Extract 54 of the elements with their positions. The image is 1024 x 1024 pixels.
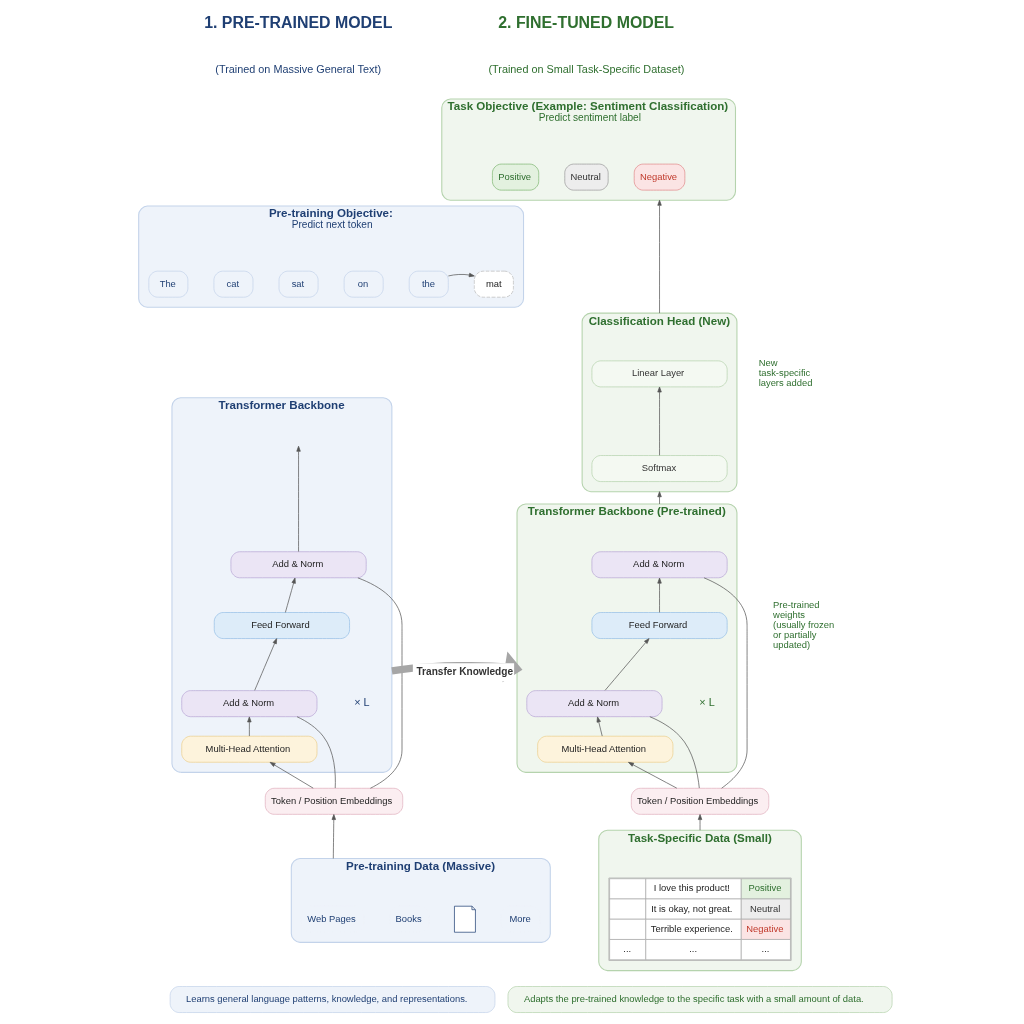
arrow <box>246 716 251 737</box>
node-box: Feed Forward <box>213 612 350 639</box>
arrow <box>284 577 296 613</box>
node-box: Linear Layer <box>591 360 728 388</box>
arrow <box>253 638 277 691</box>
node-box: The <box>147 270 188 298</box>
node-box: Add & Norm <box>230 551 367 579</box>
connector <box>703 577 747 789</box>
arrow <box>697 814 702 831</box>
node-box: Learns general language patterns, knowledge, and representations. <box>169 986 495 1013</box>
node-box: Add & Norm <box>591 551 728 579</box>
arrow <box>627 761 677 789</box>
connector <box>649 716 700 789</box>
arrow <box>295 445 301 552</box>
arrow <box>604 638 649 691</box>
node-box: Negative <box>633 163 685 191</box>
connector <box>356 577 402 789</box>
arrow <box>269 761 314 789</box>
node-box: Multi-Head Attention <box>536 735 673 763</box>
node-box: Softmax <box>591 455 728 482</box>
node-box: mat <box>473 270 514 298</box>
label: 1. PRE-TRAINED MODEL <box>203 13 392 31</box>
node-box: Positive <box>491 163 539 191</box>
node-box: Add & Norm <box>180 690 317 718</box>
arrow <box>447 272 475 278</box>
node-text: Books <box>394 912 422 924</box>
arrow <box>656 199 662 314</box>
connector <box>296 716 336 789</box>
node-box: Adapts the pre-trained knowledge to the specific task with a small amount of data. <box>507 986 892 1013</box>
node-label: New task-specific layers added <box>758 357 812 389</box>
node-box: Token / Position Embeddings <box>264 787 403 815</box>
node-box: Multi-Head Attention <box>180 735 317 763</box>
edge-label: Transfer Knowledge <box>415 665 513 677</box>
label: 2. FINE-TUNED MODEL <box>497 13 674 31</box>
node-label: × L <box>698 696 715 709</box>
arrow <box>596 716 603 737</box>
arrow <box>331 814 336 859</box>
node-box: Token / Position Embeddings <box>630 787 769 815</box>
node-label: × L <box>353 696 370 709</box>
node-label: Pre-trained weights (usually frozen or partially updated) <box>772 598 834 651</box>
node-box: the <box>408 270 449 298</box>
node-box: on <box>343 270 384 298</box>
arrow <box>656 491 662 505</box>
label: (Trained on Small Task-Specific Dataset) <box>487 62 684 75</box>
arrow <box>656 386 662 456</box>
node-text: More <box>508 912 531 924</box>
node-box: sat <box>278 270 318 298</box>
node-box: Feed Forward <box>591 612 728 639</box>
node-box: Add & Norm <box>525 690 662 718</box>
node-text: Web Pages <box>306 912 356 924</box>
node-box: Neutral <box>563 163 609 191</box>
arrow <box>656 577 662 613</box>
label: (Trained on Massive General Text) <box>214 62 381 75</box>
node-box: cat <box>213 270 253 298</box>
